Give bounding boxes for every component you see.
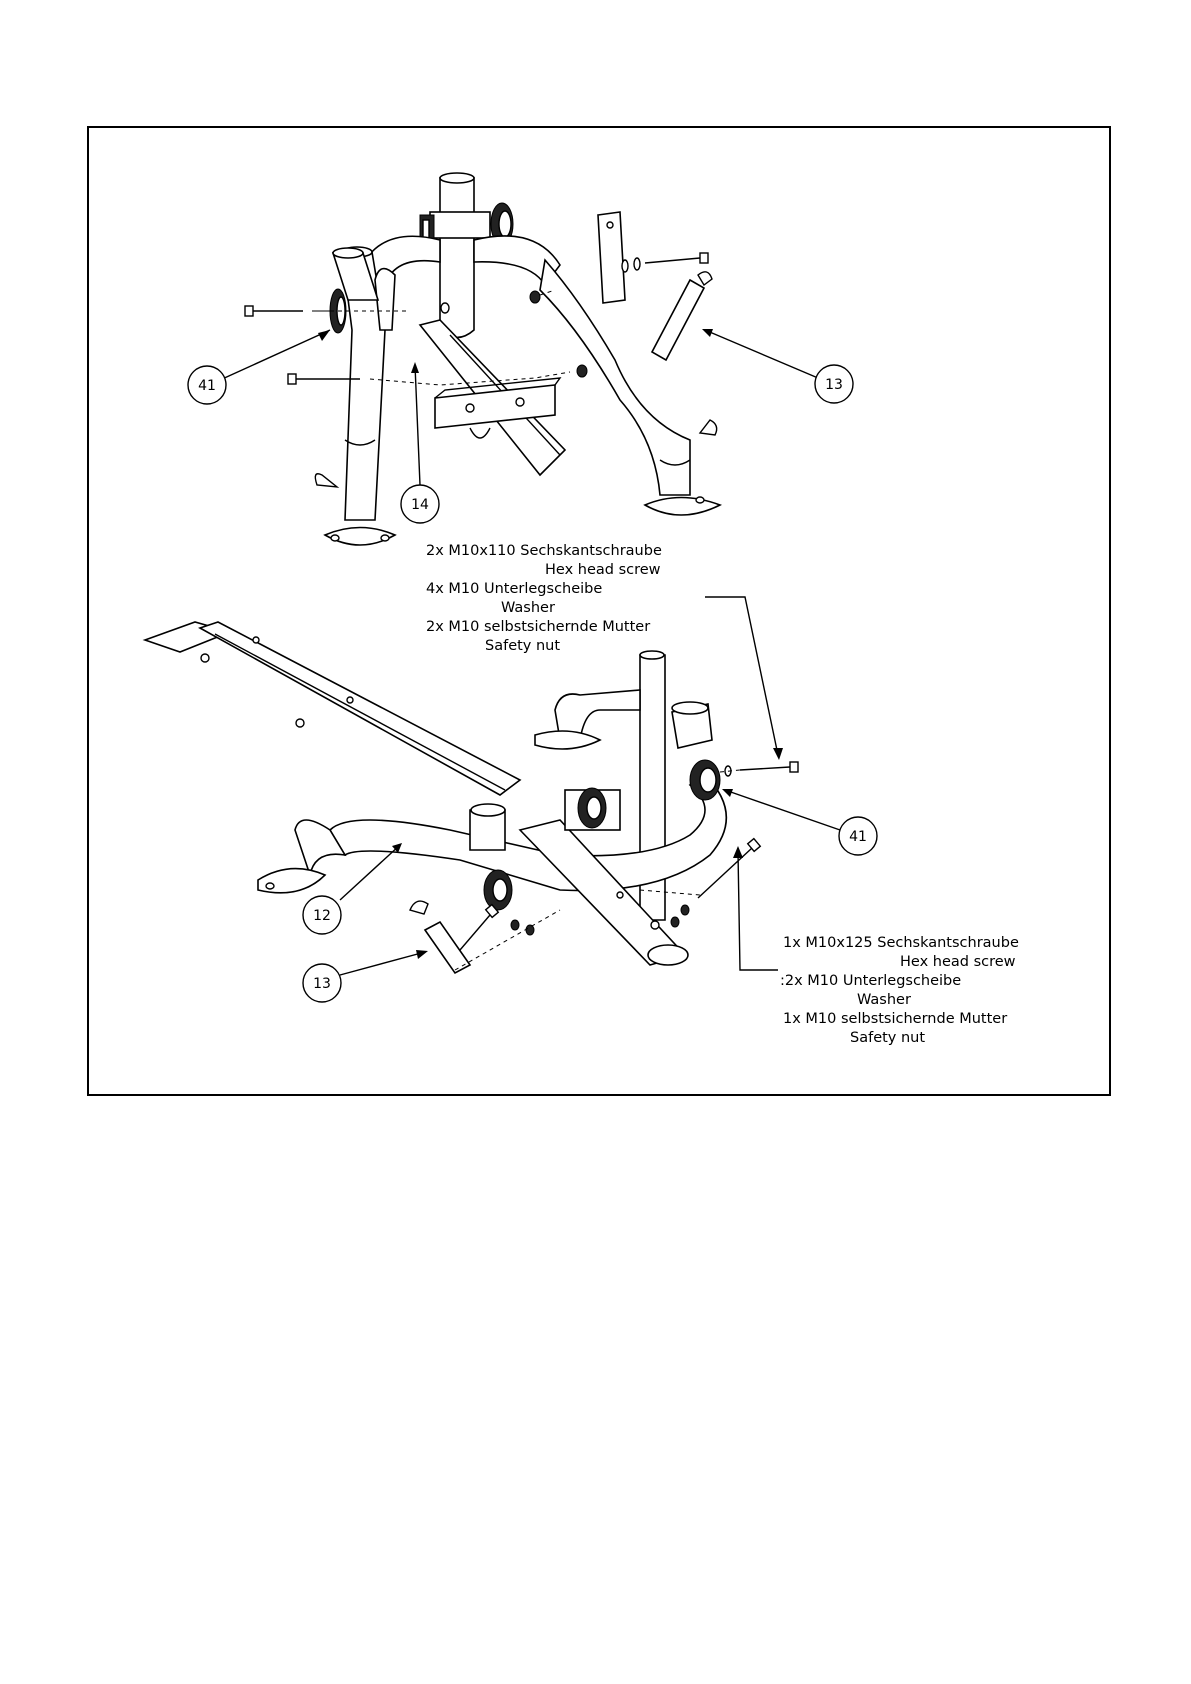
bottom-right-bolt-icon [725, 762, 798, 776]
svg-text:1x M10x125 Sechskantschraube: 1x M10x125 Sechskantschraube [783, 935, 1019, 951]
spec-top: 2x M10x110 Sechskantschraube Hex head sc… [426, 543, 662, 654]
bottom-dash-line [455, 910, 560, 970]
spec-top-leader [705, 597, 778, 755]
top-right-tab [700, 420, 717, 435]
svg-text:14: 14 [411, 497, 429, 513]
bottom-pulley-front-icon [484, 870, 512, 910]
bottom-part-13-rod [410, 901, 470, 973]
bottom-41-leader [725, 790, 840, 830]
top-crossbar [430, 212, 490, 238]
top-left-tab [315, 474, 337, 487]
svg-text:2x M10x110 Sechskantschraube: 2x M10x110 Sechskantschraube [426, 543, 662, 559]
top-right-foot [645, 498, 720, 516]
bottom-long-rail [200, 622, 520, 795]
bottom-bracket-center-icon [565, 788, 620, 830]
callout-top-41: 41 [188, 366, 226, 404]
svg-text:13: 13 [313, 976, 331, 992]
svg-text:1x M10 selbstsichernde Mutter: 1x M10 selbstsichernde Mutter [783, 1011, 1007, 1027]
svg-text:Safety nut: Safety nut [485, 638, 560, 654]
bottom-13-leader [340, 952, 425, 975]
spec-bottom-leader [738, 852, 778, 970]
callout-bottom-13: 13 [303, 964, 341, 1002]
svg-text:Washer: Washer [857, 992, 911, 1008]
bottom-pulley-41-icon [690, 760, 720, 800]
top-right-bolt-icon [622, 253, 708, 272]
svg-text:4x M10 Unterlegscheibe: 4x M10 Unterlegscheibe [426, 581, 602, 597]
svg-text:Hex head screw: Hex head screw [545, 562, 661, 578]
svg-text:Safety nut: Safety nut [850, 1030, 925, 1046]
svg-text:12: 12 [313, 908, 331, 924]
top-part-13-rod [652, 280, 704, 360]
svg-text:41: 41 [849, 829, 867, 845]
svg-text:Washer: Washer [501, 600, 555, 616]
svg-text::2x M10 Unterlegscheibe: :2x M10 Unterlegscheibe [780, 973, 961, 989]
callout-top-14: 14 [401, 485, 439, 523]
svg-text:2x M10 selbstsichernde Mutter: 2x M10 selbstsichernde Mutter [426, 619, 650, 635]
svg-text:13: 13 [825, 377, 843, 393]
top-left-bolt-icon [245, 306, 330, 316]
callout-bottom-12: 12 [303, 896, 341, 934]
bottom-front-bolt-icon [460, 905, 534, 950]
svg-text:Hex head screw: Hex head screw [900, 954, 1016, 970]
top-41-leader [220, 330, 330, 380]
svg-text:41: 41 [198, 378, 216, 394]
top-13-leader [705, 330, 818, 378]
top-assembly: 41 13 14 [188, 173, 853, 545]
top-center-post-cap [440, 173, 474, 183]
bottom-assembly: 41 12 13 [145, 622, 877, 1002]
callout-bottom-41: 41 [839, 817, 877, 855]
spec-bottom: 1x M10x125 Sechskantschraube Hex head sc… [780, 935, 1019, 1046]
top-lower-bolt-icon [288, 374, 360, 384]
callout-top-13: 13 [815, 365, 853, 403]
